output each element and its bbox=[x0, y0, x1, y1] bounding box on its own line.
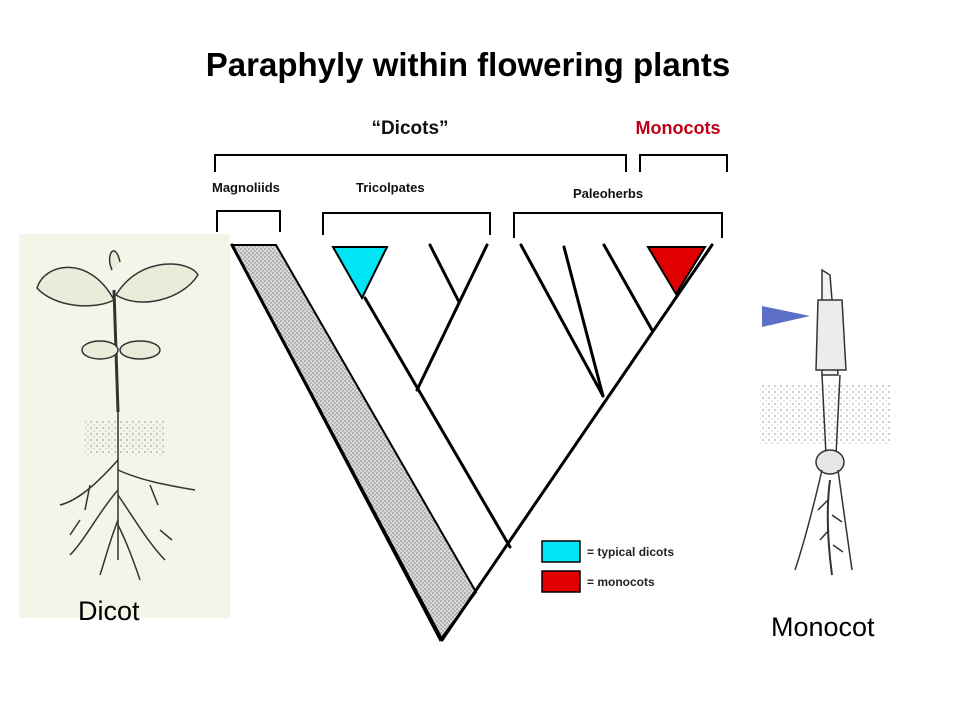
monocots-triangle bbox=[646, 246, 707, 296]
magnoliid-stippled-band bbox=[230, 244, 478, 642]
tree-branches bbox=[230, 243, 714, 642]
monocot-seedling-illustration bbox=[760, 268, 890, 576]
dicots-label: “Dicots” bbox=[371, 118, 448, 139]
dicot-seedling-illustration bbox=[36, 250, 199, 581]
top-brackets bbox=[214, 154, 728, 172]
arrow-icon bbox=[762, 306, 810, 327]
dicot-caption: Dicot bbox=[78, 596, 140, 626]
monocots-label: Monocots bbox=[636, 118, 721, 138]
magnoliids-label: Magnoliids bbox=[212, 180, 280, 195]
legend-label-typical-dicots: = typical dicots bbox=[587, 545, 674, 559]
legend-label-monocots: = monocots bbox=[587, 575, 655, 589]
legend-swatch-typical-dicots bbox=[541, 540, 581, 563]
monocot-caption: Monocot bbox=[771, 612, 875, 642]
page-title: Paraphyly within flowering plants bbox=[205, 46, 731, 83]
paleoherbs-label: Paleoherbs bbox=[573, 186, 643, 201]
typical-dicots-triangle bbox=[331, 246, 389, 301]
legend-swatch-monocots bbox=[541, 570, 581, 593]
tricolpates-label: Tricolpates bbox=[356, 180, 425, 195]
group-brackets bbox=[216, 210, 723, 238]
legend: = typical dicots = monocots bbox=[541, 540, 674, 593]
